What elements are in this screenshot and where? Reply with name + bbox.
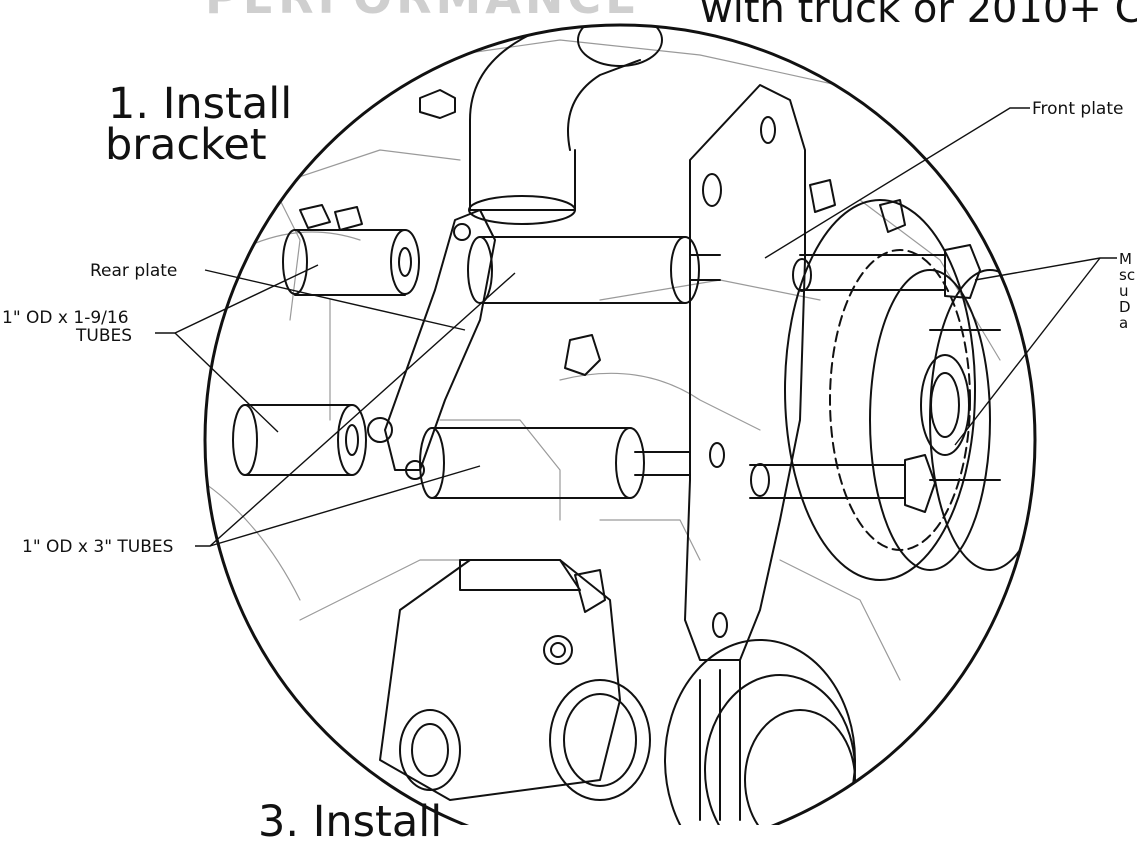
bracket-install-drawing [155, 23, 1117, 825]
right-cut-label-line4: D [1119, 298, 1131, 316]
right-cut-label-line1: M [1119, 250, 1132, 268]
pulley [784, 199, 1035, 581]
long-tube-upper [467, 236, 721, 304]
upper-hose [468, 25, 663, 225]
right-cut-label-line5: a [1119, 314, 1129, 332]
step-1-title-line1: 1. Install [108, 79, 293, 129]
long-tube-lower [419, 427, 691, 499]
rear-plate-label: Rear plate [90, 261, 178, 281]
lower-pulley [664, 639, 856, 825]
front-plate-label: Front plate [1032, 99, 1124, 119]
brand-logo-text: PERFORMANCE [205, 0, 641, 24]
leader-lines [155, 107, 1117, 547]
step-1-title-line2: bracket [105, 120, 267, 170]
right-cut-label-line2: sc [1119, 266, 1136, 284]
long-tubes-label: 1" OD x 3" TUBES [22, 537, 174, 557]
long-bolt-upper [799, 244, 981, 299]
short-tube-lower [232, 404, 367, 476]
short-tubes-label-line1: 1" OD x 1-9/16 [2, 308, 129, 328]
right-cut-label-line3: u [1119, 282, 1129, 300]
short-tubes-label-line2: TUBES [76, 326, 133, 346]
front-plate-shape [684, 84, 806, 661]
short-tube-upper [282, 229, 420, 296]
misc-bolts [299, 89, 906, 613]
water-pump-housing [379, 559, 651, 801]
long-bolt-lower [749, 454, 936, 513]
fitment-header: with truck or 2010+ C [700, 0, 1137, 32]
detail-circle [203, 23, 1037, 825]
